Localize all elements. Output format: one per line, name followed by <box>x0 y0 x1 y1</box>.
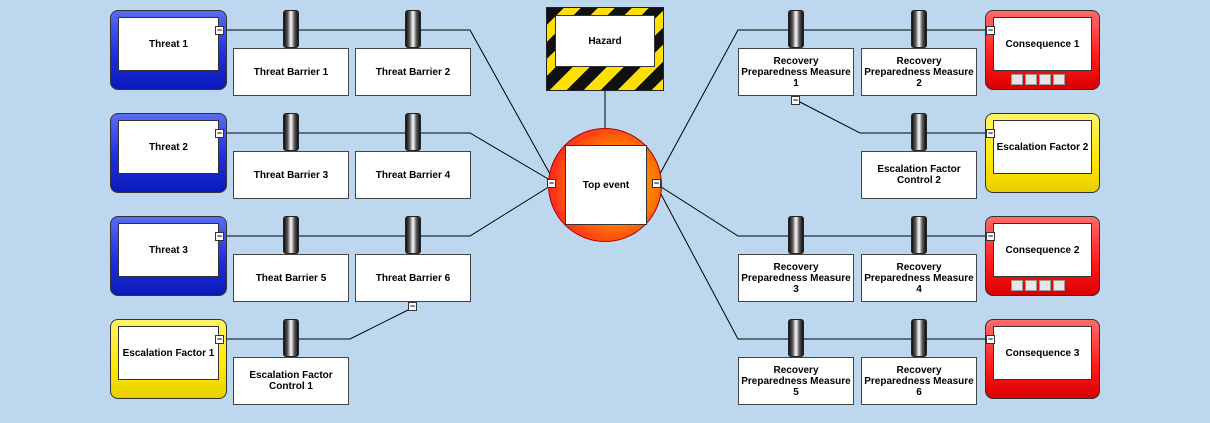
recovery-measure-4-box[interactable]: Recovery Preparedness Measure 4 <box>861 254 977 302</box>
threat-1-label: Threat 1 <box>118 17 219 71</box>
threat-3-collapse-toggle[interactable]: − <box>215 231 224 241</box>
top-event-left-collapse-toggle[interactable]: − <box>547 178 556 188</box>
threat-2-node[interactable]: Threat 2 <box>110 113 227 193</box>
hazard-label: Hazard <box>555 15 655 67</box>
threat-barrier-6-collapse-toggle[interactable]: − <box>408 301 417 311</box>
consequence-1-label: Consequence 1 <box>993 17 1092 71</box>
threat-barrier-5-post[interactable] <box>283 216 299 254</box>
recovery-measure-6-box[interactable]: Recovery Preparedness Measure 6 <box>861 357 977 405</box>
escalation-control-1-box[interactable]: Escalation Factor Control 1 <box>233 357 349 405</box>
escalation-factor-1-collapse-toggle[interactable]: − <box>215 334 224 344</box>
threat-barrier-4-post[interactable] <box>405 113 421 151</box>
threat-barrier-2-post[interactable] <box>405 10 421 48</box>
recovery-measure-6-post[interactable] <box>911 319 927 357</box>
top-event-node[interactable]: Top event <box>548 128 662 242</box>
threat-barrier-2-box[interactable]: Threat Barrier 2 <box>355 48 471 96</box>
hazard-node[interactable]: Hazard <box>546 7 664 91</box>
consequence-1-rating-cells <box>1011 74 1065 85</box>
consequence-1-node[interactable]: Consequence 1 <box>985 10 1100 90</box>
threat-barrier-1-post[interactable] <box>283 10 299 48</box>
top-event-right-collapse-toggle[interactable]: − <box>652 178 661 188</box>
consequence-1-collapse-toggle[interactable]: − <box>986 25 995 35</box>
consequence-3-collapse-toggle[interactable]: − <box>986 334 995 344</box>
recovery-measure-4-post[interactable] <box>911 216 927 254</box>
threat-barrier-3-box[interactable]: Threat Barrier 3 <box>233 151 349 199</box>
threat-3-label: Threat 3 <box>118 223 219 277</box>
recovery-measure-1-collapse-toggle[interactable]: − <box>791 95 800 105</box>
threat-barrier-4-box[interactable]: Threat Barrier 4 <box>355 151 471 199</box>
threat-barrier-3-post[interactable] <box>283 113 299 151</box>
threat-barrier-6-post[interactable] <box>405 216 421 254</box>
recovery-measure-1-box[interactable]: Recovery Preparedness Measure 1 <box>738 48 854 96</box>
escalation-factor-2-label: Escalation Factor 2 <box>993 120 1092 174</box>
escalation-control-2-post[interactable] <box>911 113 927 151</box>
escalation-factor-1-label: Escalation Factor 1 <box>118 326 219 380</box>
recovery-measure-2-post[interactable] <box>911 10 927 48</box>
threat-1-collapse-toggle[interactable]: − <box>215 25 224 35</box>
recovery-measure-3-box[interactable]: Recovery Preparedness Measure 3 <box>738 254 854 302</box>
top-event-label: Top event <box>565 145 647 225</box>
recovery-measure-5-box[interactable]: Recovery Preparedness Measure 5 <box>738 357 854 405</box>
escalation-control-1-post[interactable] <box>283 319 299 357</box>
consequence-2-node[interactable]: Consequence 2 <box>985 216 1100 296</box>
escalation-factor-1-node[interactable]: Escalation Factor 1 <box>110 319 227 399</box>
escalation-factor-2-node[interactable]: Escalation Factor 2 <box>985 113 1100 193</box>
consequence-3-label: Consequence 3 <box>993 326 1092 380</box>
threat-barrier-1-box[interactable]: Threat Barrier 1 <box>233 48 349 96</box>
recovery-measure-1-post[interactable] <box>788 10 804 48</box>
threat-barrier-5-box[interactable]: Theat Barrier 5 <box>233 254 349 302</box>
threat-1-node[interactable]: Threat 1 <box>110 10 227 90</box>
recovery-measure-3-post[interactable] <box>788 216 804 254</box>
consequence-2-rating-cells <box>1011 280 1065 291</box>
threat-2-collapse-toggle[interactable]: − <box>215 128 224 138</box>
threat-barrier-6-box[interactable]: Threat Barrier 6 <box>355 254 471 302</box>
consequence-3-node[interactable]: Consequence 3 <box>985 319 1100 399</box>
threat-2-label: Threat 2 <box>118 120 219 174</box>
recovery-measure-5-post[interactable] <box>788 319 804 357</box>
escalation-factor-2-collapse-toggle[interactable]: − <box>986 128 995 138</box>
escalation-control-2-box[interactable]: Escalation Factor Control 2 <box>861 151 977 199</box>
consequence-2-label: Consequence 2 <box>993 223 1092 277</box>
threat-3-node[interactable]: Threat 3 <box>110 216 227 296</box>
recovery-measure-2-box[interactable]: Recovery Preparedness Measure 2 <box>861 48 977 96</box>
consequence-2-collapse-toggle[interactable]: − <box>986 231 995 241</box>
